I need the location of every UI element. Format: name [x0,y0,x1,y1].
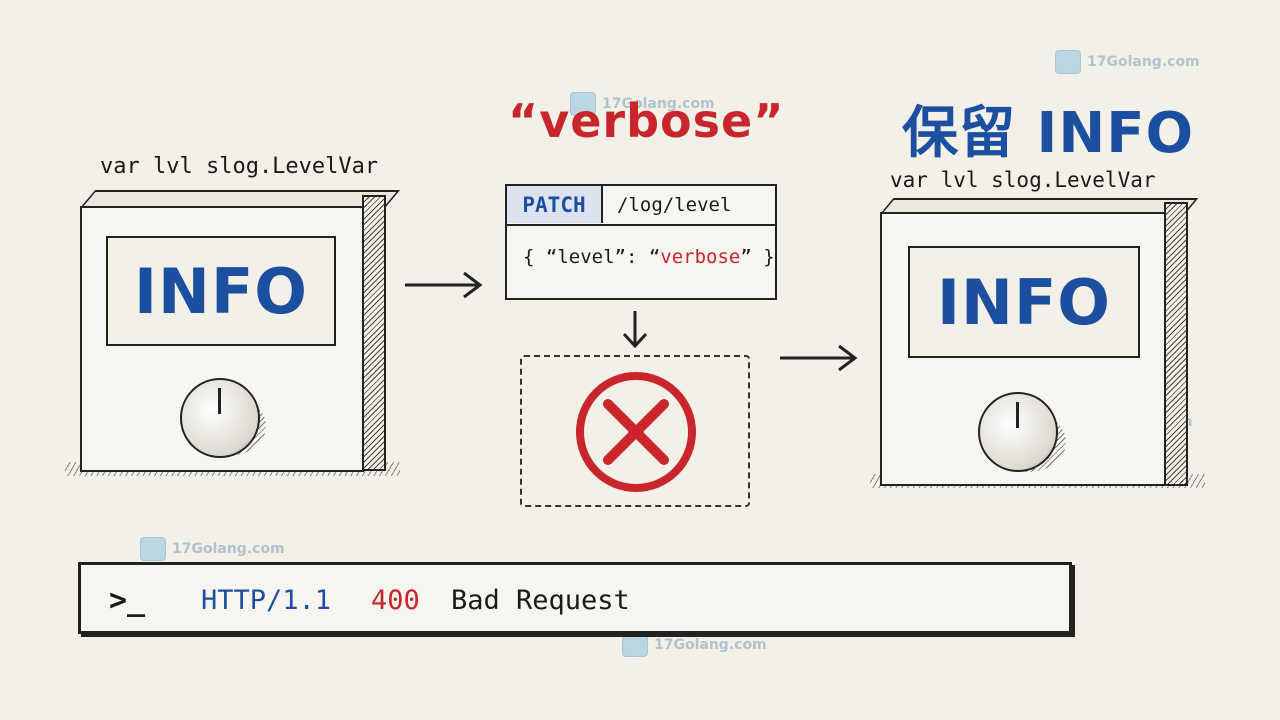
right-knob-indicator [1016,402,1019,428]
watermark-logo-icon [622,633,648,657]
arrow-down-icon [622,311,648,349]
left-level-value: INFO [133,254,308,328]
watermark: 17Golang.com [622,633,767,657]
left-level-display: INFO [106,236,336,346]
terminal-response-bar: >_ HTTP/1.1 400 Bad Request [78,562,1072,634]
right-level-value: INFO [936,265,1111,339]
verbose-title: “verbose” [508,94,785,148]
watermark-logo-icon [140,537,166,561]
left-knob-indicator [218,388,221,414]
watermark: 17Golang.com [570,92,715,116]
right-level-display: INFO [908,246,1140,358]
patch-request-card: PATCH /log/level { “level”: “verbose” } [505,184,777,300]
rejected-result-box [520,355,750,507]
right-device-side [1164,202,1188,486]
watermark-text: 17Golang.com [654,637,767,653]
left-level-knob[interactable] [180,378,260,458]
arrow-right-icon [405,271,483,299]
request-body-suffix: ” } [740,246,775,268]
right-device-front: INFO [880,212,1166,486]
right-code-label: var lvl slog.LevelVar [890,168,1156,192]
right-level-knob[interactable] [978,392,1058,472]
http-protocol: HTTP/1.1 [201,585,332,616]
x-circle-icon [576,372,696,492]
watermark-logo-icon [1055,50,1081,74]
watermark-text: 17Golang.com [172,541,285,557]
watermark-logo-icon [570,92,596,116]
left-device-front: INFO [80,206,364,472]
watermark: 17Golang.com [140,537,285,561]
left-code-label: var lvl slog.LevelVar [100,154,379,179]
http-status-code: 400 [371,585,420,616]
http-status-text: Bad Request [451,585,630,616]
http-method-badge: PATCH [507,186,603,223]
watermark-text: 17Golang.com [602,96,715,112]
right-level-device: INFO [870,198,1205,498]
left-device-side [362,195,386,471]
keep-info-title: 保留 INFO [902,101,1195,166]
terminal-prompt-icon: >_ [109,583,146,618]
arrow-right-icon [780,344,858,372]
patch-request-header: PATCH /log/level [507,186,775,226]
watermark-text: 17Golang.com [1087,54,1200,70]
left-level-device: INFO [65,190,401,490]
request-body-value: verbose [660,246,741,268]
request-body-prefix: { “level”: “ [523,246,661,268]
watermark: 17Golang.com [1055,50,1200,74]
request-body: { “level”: “verbose” } [523,246,775,268]
request-path: /log/level [617,194,732,216]
